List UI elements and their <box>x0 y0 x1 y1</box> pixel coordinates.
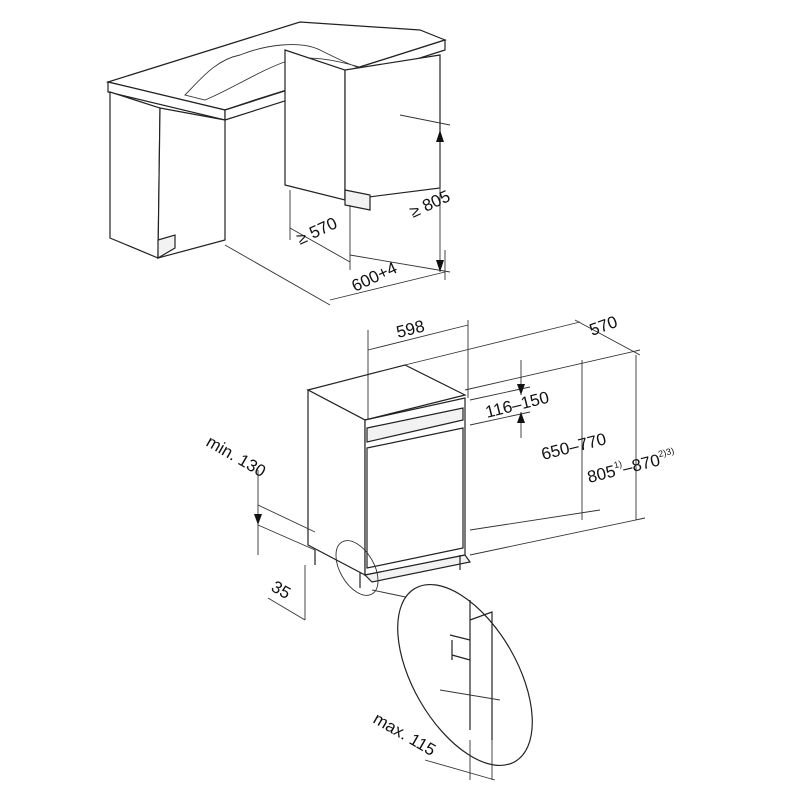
max-depth-label: max. 115 <box>370 709 439 760</box>
countertop-cutout <box>184 44 376 101</box>
detail-marker <box>335 540 379 596</box>
total-height-label: 8051)–8702)3) <box>585 446 677 487</box>
top-dimensions <box>224 114 451 306</box>
appliance-depth-label: 570 <box>587 312 620 340</box>
door-panel <box>366 427 464 569</box>
niche-cabinets <box>105 21 447 260</box>
detail-magnifier <box>397 583 533 767</box>
control-panel <box>366 407 464 443</box>
bottom-dimensions <box>254 319 646 781</box>
dishwasher-side <box>307 389 366 576</box>
left-cabinet-front <box>157 107 226 259</box>
foot-height-label: 35 <box>268 577 294 603</box>
min-clearance-label: min. 130 <box>203 432 269 481</box>
right-cabinet-front <box>344 54 441 201</box>
left-cabinet-side <box>109 91 161 259</box>
inner-height-label: 650–770 <box>539 429 608 463</box>
appliance-width-label: 598 <box>394 317 426 342</box>
niche-width-label: 600+4 <box>349 258 400 295</box>
right-cabinet-side <box>284 49 346 201</box>
dishwasher <box>306 364 472 588</box>
plinth-height-label: 116–150 <box>483 388 551 422</box>
